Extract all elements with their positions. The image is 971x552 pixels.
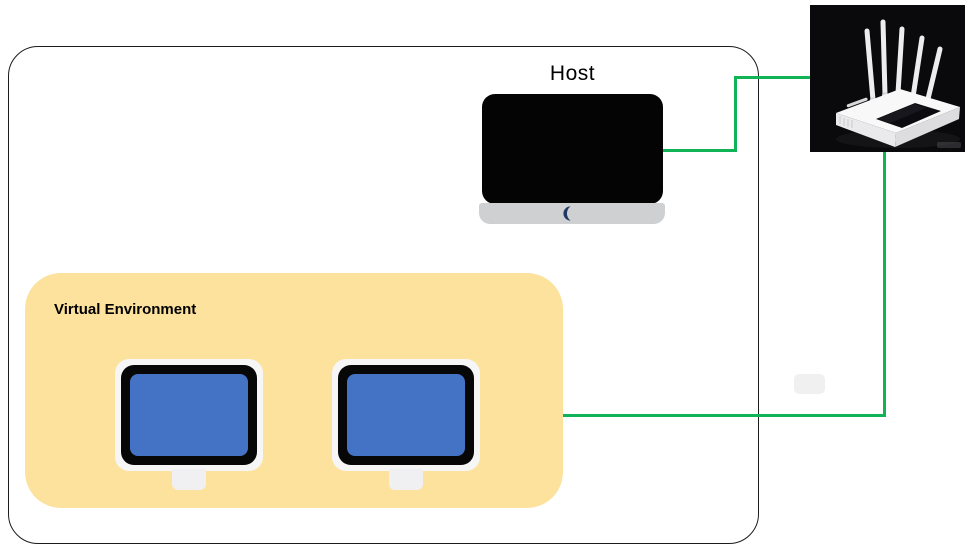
vm-monitor-icon-2: [332, 359, 480, 492]
host-label: Host: [549, 62, 596, 85]
host-laptop-icon: [482, 94, 663, 204]
router-body-left: [836, 113, 896, 147]
connection-host-router-h: [663, 149, 737, 152]
router-photo: [810, 5, 965, 152]
host-laptop-base: [479, 203, 665, 224]
vm2-screen: [347, 374, 465, 456]
router-brand-strip: [846, 97, 868, 108]
connection-vm-router-h: [480, 414, 886, 417]
wireless-router-icon: [836, 19, 961, 148]
connection-vm-router-v: [883, 150, 886, 417]
vm2-stand: [389, 469, 423, 490]
moon-icon: [563, 206, 571, 221]
router-vents: [839, 116, 853, 128]
router-antennas: [864, 19, 943, 106]
sticker-shape: [794, 374, 825, 394]
virtual-environment-label: Virtual Environment: [54, 301, 197, 318]
connection-host-router-v: [734, 76, 737, 152]
system-boundary: [8, 46, 759, 544]
router-body-right: [895, 107, 960, 147]
virtual-environment-container: Virtual Environment: [25, 273, 563, 508]
watermark: [937, 142, 961, 148]
vm1-screen: [130, 374, 248, 456]
vm-monitor-icon-1: [115, 359, 263, 492]
vm1-stand: [172, 469, 206, 490]
connection-host-router-h2: [734, 76, 812, 79]
router-top-panel-gloss: [878, 104, 926, 123]
